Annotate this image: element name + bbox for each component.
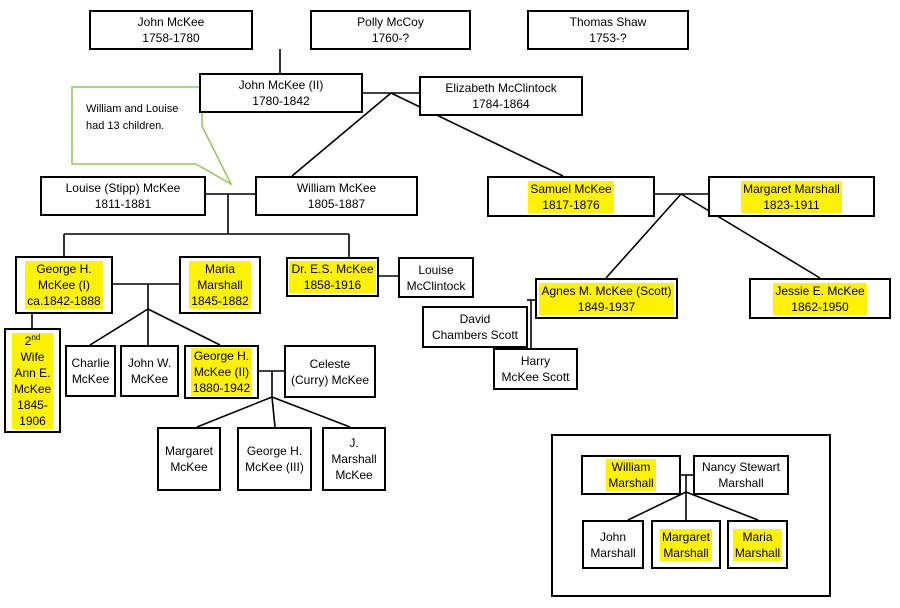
connector [147,308,221,346]
connector [680,193,821,279]
person-maria-marshall-1845[interactable]: Maria Marshall 1845-1882 [179,256,261,314]
person-george-h-mckee-ii[interactable]: George H. McKee (II) 1880-1942 [184,345,259,399]
person-margaret-marshall[interactable]: Margaret Marshall [651,520,721,569]
person-william-marshall[interactable]: William Marshall [581,455,681,495]
person-celeste-curry-mckee[interactable]: Celeste (Curry) McKee [284,345,376,398]
person-charlie-mckee[interactable]: Charlie McKee [65,345,116,397]
connector [89,308,149,346]
person-louise-mcclintock[interactable]: Louise McClintock [398,257,474,298]
person-margaret-mckee[interactable]: Margaret McKee [157,427,221,491]
connector [271,396,351,428]
person-label: Samuel McKee 1817-1876 [528,180,614,213]
person-agnes-mckee-scott[interactable]: Agnes M. McKee (Scott) 1849-1937 [535,278,678,319]
ordinal-suffix: nd [31,332,41,342]
person-label: Charlie McKee [71,356,110,386]
person-label: Harry McKee Scott [501,354,570,384]
person-label: John Marshall [590,529,636,560]
person-margaret-marshall-1823[interactable]: Margaret Marshall 1823-1911 [708,176,875,217]
person-j-marshall-mckee[interactable]: J. Marshall McKee [322,427,386,491]
person-john-marshall[interactable]: John Marshall [582,520,644,569]
person-label: Celeste (Curry) McKee [290,356,369,387]
connector [605,193,682,279]
connector [685,491,759,521]
person-ann-e-mckee[interactable]: 2nd Wife Ann E. McKee 1845- 1906 [4,328,61,433]
person-john-w-mckee[interactable]: John W. McKee [120,345,179,397]
person-label: Louise (Stipp) McKee 1811-1881 [65,181,181,211]
person-label: John W. McKee [127,356,172,386]
person-label: John McKee 1758-1780 [137,15,205,45]
person-label: Agnes M. McKee (Scott) 1849-1937 [539,282,674,315]
person-george-h-mckee-iii[interactable]: George H. McKee (III) [237,427,312,491]
person-louise-stipp-mckee[interactable]: Louise (Stipp) McKee 1811-1881 [40,176,206,216]
person-elizabeth-mcclintock[interactable]: Elizabeth McClintock 1784-1864 [419,76,583,116]
person-nancy-stewart-marshall[interactable]: Nancy Stewart Marshall [693,455,789,495]
person-label: David Chambers Scott [431,312,519,342]
speech-bubble-text: William and Louise had 13 children. [86,103,179,132]
person-george-h-mckee-i[interactable]: George H. McKee (I) ca.1842-1888 [15,256,113,314]
person-samuel-mckee[interactable]: Samuel McKee 1817-1876 [487,176,655,217]
person-label: John McKee (II) 1780-1842 [238,78,324,108]
connector [196,396,273,428]
person-label: Thomas Shaw 1753-? [569,15,647,45]
person-john-mckee-ii[interactable]: John McKee (II) 1780-1842 [199,73,363,113]
person-label: Margaret Marshall [659,528,713,561]
person-label: William McKee 1805-1887 [296,181,377,211]
person-label: George H. McKee (I) ca.1842-1888 [25,261,103,309]
person-label: Polly McCoy 1760-? [357,15,424,45]
person-label: Maria Marshall [732,528,783,561]
person-dr-es-mckee[interactable]: Dr. E.S. McKee 1858-1916 [286,257,379,297]
person-label: Nancy Stewart Marshall [701,460,781,490]
person-harry-mckee-scott[interactable]: Harry McKee Scott [493,348,578,390]
person-david-chambers-scott[interactable]: David Chambers Scott [422,306,528,348]
person-label: George H. McKee (II) 1880-1942 [190,348,253,396]
person-label-text: Wife Ann E. McKee 1845- 1906 [13,349,52,428]
person-label: Louise McClintock [406,262,466,293]
connector [627,491,687,521]
person-william-mckee[interactable]: William McKee 1805-1887 [255,176,418,216]
person-label: Jessie E. McKee 1862-1950 [773,282,867,315]
connector [271,396,276,428]
connector [291,92,392,177]
marshall-inset-frame [551,434,831,597]
person-label: George H. McKee (III) [245,444,304,474]
person-label: J. Marshall McKee [331,436,377,482]
person-john-mckee[interactable]: John McKee 1758-1780 [89,10,253,50]
person-label: Maria Marshall 1845-1882 [189,261,251,309]
person-jessie-mckee[interactable]: Jessie E. McKee 1862-1950 [749,278,891,319]
person-polly-mccoy[interactable]: Polly McCoy 1760-? [310,10,471,50]
person-label: Dr. E.S. McKee 1858-1916 [289,261,376,293]
person-label: 2nd Wife Ann E. McKee 1845- 1906 [11,332,54,429]
person-thomas-shaw[interactable]: Thomas Shaw 1753-? [527,10,689,50]
person-label: Margaret McKee [164,444,214,474]
person-maria-marshall[interactable]: Maria Marshall [727,520,788,569]
person-label: Elizabeth McClintock 1784-1864 [445,81,557,111]
person-label: William Marshall [606,459,656,491]
person-label: Margaret Marshall 1823-1911 [741,180,842,213]
